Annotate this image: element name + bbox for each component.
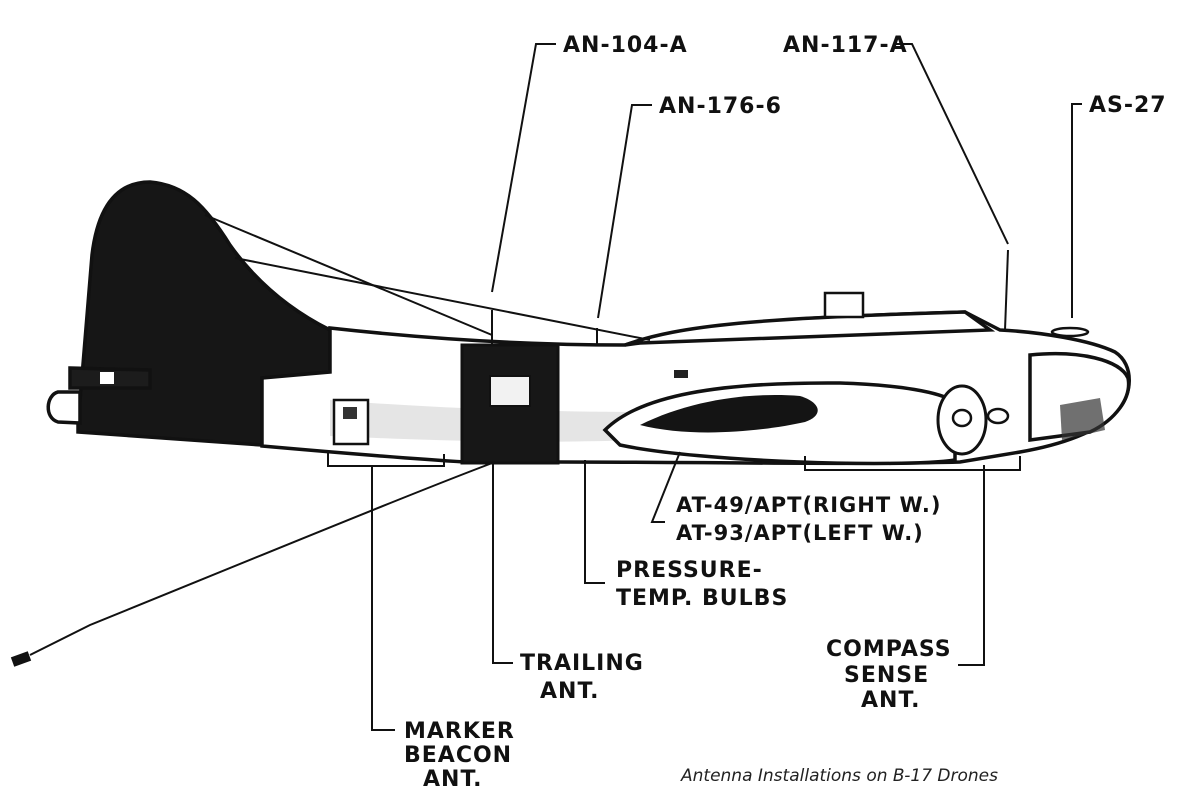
waist-window — [489, 375, 531, 407]
leader-trailing — [492, 462, 513, 664]
leader-at-apt — [650, 451, 681, 523]
outer-propeller-hub — [986, 407, 1010, 425]
leader-marker — [371, 466, 395, 731]
antenna-wire-2 — [234, 257, 651, 341]
leader-an104a — [491, 43, 556, 293]
leader-compass — [958, 465, 985, 666]
label-at49: AT-49/APT(RIGHT W.) — [676, 493, 942, 517]
top-hatch — [823, 291, 865, 319]
label-an1766: AN-176-6 — [659, 94, 782, 119]
nacelle-intake — [640, 395, 818, 433]
label-compass-3: ANT. — [861, 688, 920, 713]
labels: AN-104-A AN-117-A AN-176-6 AS-27 AT-49/A… — [404, 33, 1167, 792]
nose-turret — [1060, 398, 1105, 440]
trailing-antenna-wire — [29, 461, 496, 656]
label-an104a: AN-104-A — [563, 33, 688, 58]
label-compass-2: SENSE — [844, 663, 929, 688]
label-pressure-2: TEMP. BULBS — [616, 586, 788, 611]
label-marker-2: BEACON — [404, 743, 512, 768]
label-marker-3: ANT. — [423, 767, 482, 792]
label-at93: AT-93/APT(LEFT W.) — [676, 521, 924, 545]
label-trailing-2: ANT. — [540, 679, 599, 704]
label-trailing-1: TRAILING — [520, 651, 644, 676]
label-an117a: AN-117-A — [783, 33, 908, 58]
propeller-hub — [951, 408, 973, 428]
underside-bracket-rear — [327, 452, 445, 467]
b17-aircraft — [10, 180, 1131, 667]
label-as27: AS-27 — [1089, 93, 1167, 118]
tail-window — [100, 372, 114, 384]
trailing-antenna-weight — [10, 651, 32, 667]
cockpit-canopy — [624, 310, 996, 347]
an117a-mast — [1004, 249, 1009, 331]
label-pressure-1: PRESSURE- — [616, 558, 763, 583]
as27-antenna-dome — [1050, 326, 1090, 338]
nose-window — [674, 370, 688, 378]
leader-as27 — [1071, 103, 1082, 318]
underside-bracket-front — [804, 456, 1021, 471]
hatch-window — [343, 407, 357, 419]
leader-lines — [371, 43, 1082, 731]
tail-gun-position — [46, 390, 82, 425]
antenna-wire-1 — [204, 214, 493, 336]
caption: Antenna Installations on B-17 Drones — [680, 766, 998, 786]
label-compass-1: COMPASS — [826, 637, 952, 662]
label-marker-1: MARKER — [404, 719, 515, 744]
leader-an117a — [893, 43, 1009, 245]
leader-an1766 — [597, 104, 652, 319]
side-hatch — [332, 398, 370, 446]
leader-pressure — [584, 460, 605, 584]
